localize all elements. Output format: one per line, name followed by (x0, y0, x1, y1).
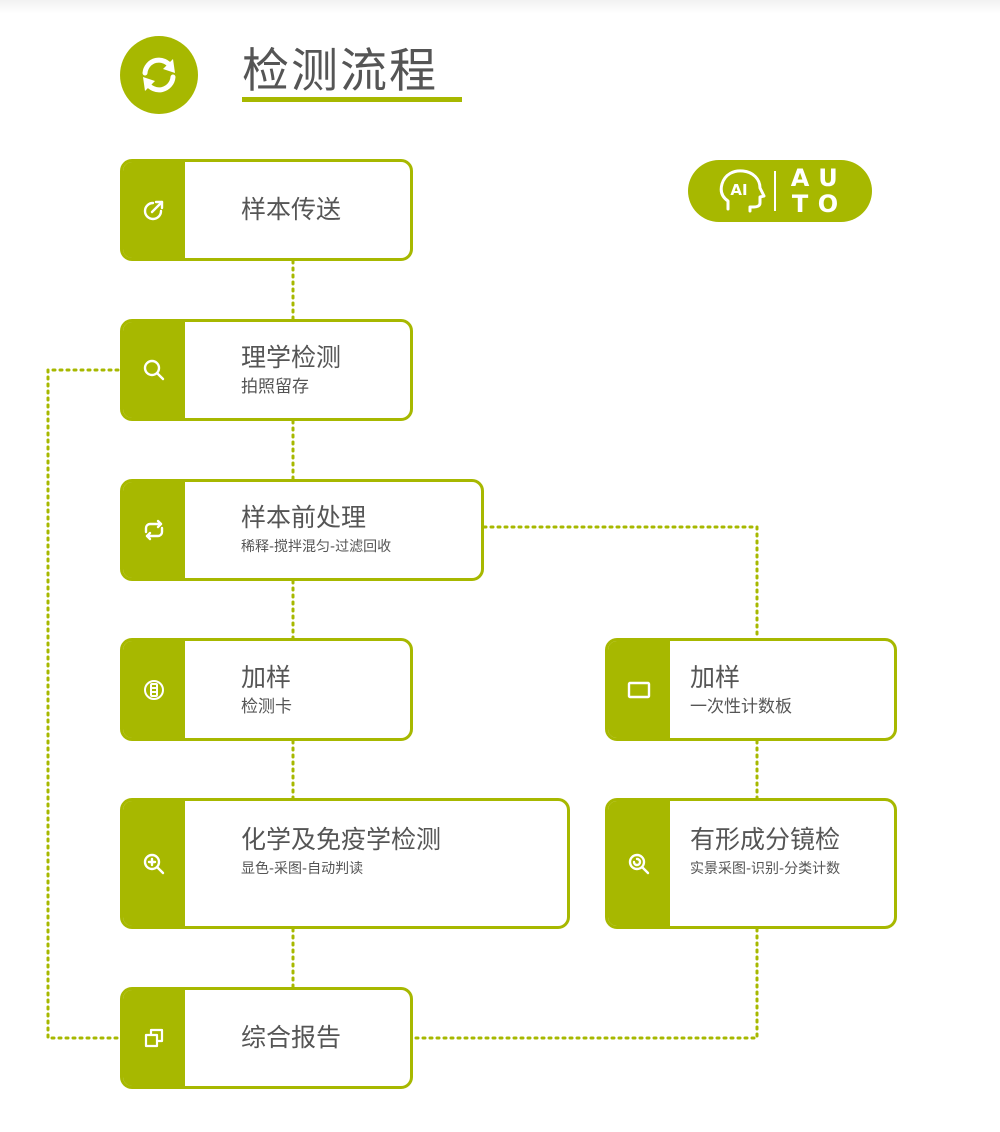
counting-plate-icon (627, 681, 651, 698)
step-sublabel: 一次性计数板 (690, 696, 792, 717)
step-label: 加样 (241, 662, 292, 692)
step-sublabel: 显色-采图-自动判读 (241, 861, 364, 877)
step-sublabel: 检测卡 (241, 696, 292, 717)
ai-label: AI (730, 181, 747, 199)
top-shadow (0, 0, 1000, 14)
step-sublabel: 实景采图-识别-分类计数 (690, 861, 841, 877)
connector-microscopy-report (411, 927, 759, 1040)
test-card-icon (144, 679, 164, 700)
auto-label: A U T O (790, 164, 839, 218)
cycle-arrows-icon (144, 519, 164, 541)
copy-icon (144, 1028, 164, 1048)
zoom-scan-icon (628, 853, 650, 874)
ai-head-icon: AI (716, 165, 768, 217)
connector-physical-report-loop (46, 368, 120, 1040)
step-label: 样本前处理 (241, 503, 367, 532)
step-sublabel: 拍照留存 (241, 377, 309, 397)
title-underline (242, 97, 462, 102)
share-arrow-icon (143, 200, 164, 221)
step-sublabel: 稀释-搅拌混匀-过滤回收 (241, 539, 392, 555)
step-pretreatment: 样本前处理 稀释-搅拌混匀-过滤回收 (120, 479, 484, 581)
refresh-cycle-icon (120, 36, 198, 114)
ai-auto-badge: AI A U T O (688, 160, 872, 222)
connector-pretreatment-plate (482, 525, 759, 640)
step-label: 综合报告 (241, 1023, 342, 1052)
step-label: 加样 (690, 662, 741, 692)
badge-separator (774, 171, 776, 211)
step-sample-transfer: 样本传送 (120, 159, 413, 261)
step-microscopy: 有形成分镜检 实景采图-识别-分类计数 (605, 798, 897, 929)
zoom-in-icon (143, 853, 165, 874)
step-physical-test: 理学检测 拍照留存 (120, 319, 413, 421)
step-add-sample-card: 加样 检测卡 (120, 638, 413, 741)
step-label: 理学检测 (241, 343, 342, 372)
step-label: 化学及免疫学检测 (241, 825, 442, 854)
search-icon (143, 359, 165, 381)
step-label: 有形成分镜检 (690, 825, 841, 854)
step-add-sample-plate: 加样 一次性计数板 (605, 638, 897, 741)
page-title: 检测流程 (242, 44, 438, 99)
step-report: 综合报告 (120, 987, 413, 1089)
step-chem-immuno-test: 化学及免疫学检测 显色-采图-自动判读 (120, 798, 570, 929)
step-label: 样本传送 (241, 195, 342, 224)
